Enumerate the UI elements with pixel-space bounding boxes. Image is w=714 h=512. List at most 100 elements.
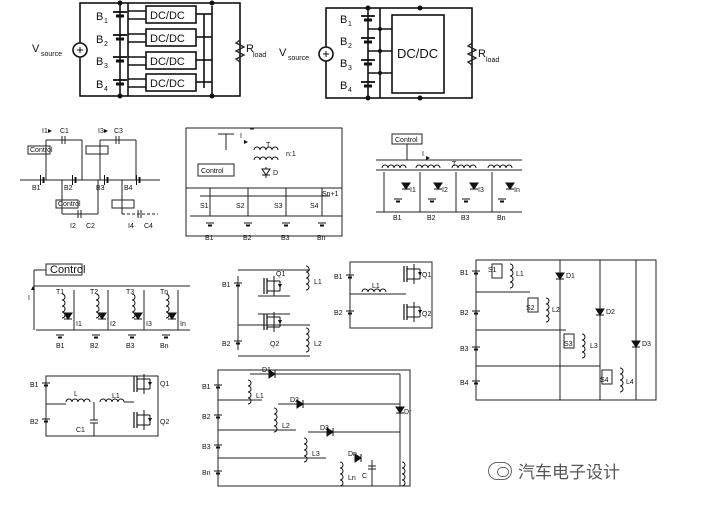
d3-i3: I3 <box>98 128 104 135</box>
d11-d3: D3 <box>320 425 329 432</box>
d6-control: Control <box>50 264 85 276</box>
d9-b2: B2 <box>460 310 469 317</box>
d10-l: L <box>74 391 78 398</box>
d4-s3: S3 <box>274 203 283 210</box>
d9-d2: D2 <box>606 309 615 316</box>
vsource-label-1: V <box>32 43 40 55</box>
diagram-distributed-dcdc: V source R load B 1 B 2 B 3 B 4 DC/DC DC… <box>32 0 266 99</box>
d8-q1: Q1 <box>422 272 431 279</box>
d9-l4: L4 <box>626 379 634 386</box>
d8-q2: Q2 <box>422 311 431 318</box>
d3-b4: B4 <box>124 185 133 192</box>
d11-c: C <box>362 473 367 480</box>
d6-i3: I3 <box>146 321 152 328</box>
d2-battery-b3-sub: 3 <box>348 65 352 72</box>
diagram-multi-winding-transformer: Control I T I1 I2 I3 In B1 B2 B3 Bn <box>376 133 522 222</box>
d2-battery-b1-sub: 1 <box>348 21 352 28</box>
d3-b3: B3 <box>96 185 105 192</box>
d3-i2: I2 <box>70 223 76 230</box>
d7-q2: Q2 <box>270 341 279 348</box>
d11-l2: L2 <box>282 423 290 430</box>
d6-bn: Bn <box>160 343 169 350</box>
d10-b1: B1 <box>30 382 39 389</box>
d10-l1: L1 <box>112 393 120 400</box>
vsource-sub-2: source <box>288 55 309 62</box>
d9-s4: S4 <box>600 377 609 384</box>
d8-b1: B1 <box>334 274 343 281</box>
d4-b2: B2 <box>243 235 252 242</box>
d11-d1: D1 <box>262 367 271 374</box>
battery-b3-label: B <box>96 56 103 68</box>
dcdc-central <box>391 14 445 94</box>
d7-l1: L1 <box>314 279 322 286</box>
d9-l1: L1 <box>516 271 524 278</box>
d5-in: In <box>514 187 520 194</box>
d5-bn: Bn <box>497 215 506 222</box>
d11-b3: B3 <box>202 444 211 451</box>
d11-b1: B1 <box>202 384 211 391</box>
d9-d1: D1 <box>566 273 575 280</box>
diagram-buck-boost: B1 B2 Q1 Q2 L1 <box>334 261 433 329</box>
watermark-text: 汽车电子设计 <box>518 463 620 483</box>
d4-b3: B3 <box>281 235 290 242</box>
battery-b1-label: B <box>96 11 103 23</box>
d3-c3: C3 <box>114 128 123 135</box>
battery-b4-label: B <box>96 79 103 91</box>
vsource-sub-1: source <box>41 51 62 58</box>
d9-s3: S3 <box>564 341 573 348</box>
d6-in: In <box>180 321 186 328</box>
d6-tn: Tn <box>160 289 168 296</box>
diagram-cuk-converter: B1 B2 L L1 C1 Q1 Q2 <box>30 373 169 437</box>
d5-t: T <box>452 161 457 168</box>
d9-b3: B3 <box>460 346 469 353</box>
d5-i: I <box>422 151 424 158</box>
d6-t3: T3 <box>126 289 134 296</box>
d2-battery-b2-sub: 2 <box>348 43 352 50</box>
d11-ln: Ln <box>348 475 356 482</box>
battery-b4-sub: 4 <box>104 86 108 93</box>
d9-s1: S1 <box>488 267 497 274</box>
d5-i2: I2 <box>442 187 448 194</box>
vsource-label-2: V <box>279 47 287 59</box>
d6-i1: I1 <box>76 321 82 328</box>
battery-b3-sub: 3 <box>104 63 108 70</box>
rload-sub-1: load <box>253 52 266 59</box>
d9-b4: B4 <box>460 380 469 387</box>
d5-control: Control <box>395 137 418 144</box>
d6-i: I <box>28 295 30 302</box>
dcdc-3-label: DC/DC <box>150 56 185 68</box>
battery-b2-sub: 2 <box>104 41 108 48</box>
d9-s2: S2 <box>526 305 535 312</box>
diagram-coupled-inductor: B1 B2 Q1 Q2 L1 L2 <box>222 265 322 357</box>
d5-b3: B3 <box>461 215 470 222</box>
d6-t2: T2 <box>90 289 98 296</box>
rload-label-1: R <box>246 43 254 55</box>
d9-d3: D3 <box>642 341 651 348</box>
d2-battery-b3-label: B <box>340 58 347 70</box>
d4-b1: B1 <box>205 235 214 242</box>
d2-battery-b4-label: B <box>340 80 347 92</box>
battery-b2-label: B <box>96 34 103 46</box>
d11-l3: L3 <box>312 451 320 458</box>
d2-battery-b2-label: B <box>340 36 347 48</box>
d3-b1: B1 <box>32 185 41 192</box>
d2-battery-b4-sub: 4 <box>348 87 352 94</box>
diagram-multi-inductor-diode: B1 B2 B3 Bn L1 L2 L3 Ln D1 D2 D3 Dn C Dr <box>202 367 412 487</box>
d10-q2: Q2 <box>160 419 169 426</box>
d3-i1: I1 <box>42 128 48 135</box>
rload-label-2: R <box>478 48 486 60</box>
d10-c1: C1 <box>76 427 85 434</box>
d6-b2: B2 <box>90 343 99 350</box>
d4-s1: S1 <box>200 203 209 210</box>
d6-t1: T1 <box>56 289 64 296</box>
d11-b2: B2 <box>202 414 211 421</box>
d6-i2: I2 <box>110 321 116 328</box>
d4-i: I <box>240 133 242 140</box>
d5-b1: B1 <box>393 215 402 222</box>
chat-bubble-icon <box>488 461 512 480</box>
diagram-flyback-switch-matrix: Control T n:1 I D S1 S2 S3 S4 Sn+1 B1 B2… <box>185 127 343 242</box>
d11-dn: Dn <box>348 451 357 458</box>
d6-b1: B1 <box>56 343 65 350</box>
d10-b2: B2 <box>30 419 39 426</box>
